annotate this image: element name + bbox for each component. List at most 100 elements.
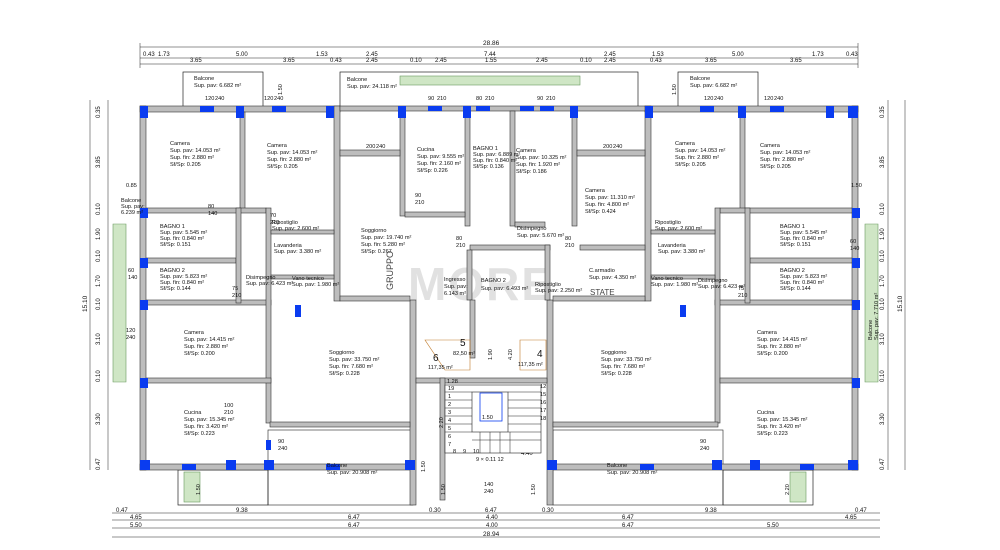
room-name: Lavanderia: [658, 243, 687, 249]
room-label: BAGNO 1 Sup. pav: 6.889 m² Sup. fin: 0.8…: [473, 146, 520, 170]
dim: 3.65: [705, 58, 717, 64]
dims-right: 0.35 3.85 0.10 1.90 0.10 1.70 0.10 3.10 …: [880, 100, 906, 470]
room-detail: Sf/Sp: 0.200: [184, 351, 215, 357]
room-detail: Sup. pav: 15.345 m²: [757, 417, 808, 423]
dim: 0.10: [96, 250, 102, 262]
room-detail: Sup. fin: 2.880 m²: [675, 155, 719, 161]
opening-dim: 210: [738, 293, 747, 299]
apartment-area: 117,35 m²: [428, 365, 453, 371]
room-detail: Sup. pav: 9.555 m²: [417, 154, 464, 160]
room-detail: Sup. pav: 24.118 m²: [347, 84, 397, 90]
dim: 1.70: [880, 275, 886, 287]
opening-dim: 1.50: [421, 461, 427, 472]
dim: 0.10: [96, 370, 102, 382]
room-detail: Sf/Sp: 0.267: [361, 249, 392, 255]
opening-dim: 240: [700, 446, 709, 452]
room-name: Soggiorno: [601, 350, 627, 356]
room-detail: Sup. pav: 33.750 m²: [601, 357, 652, 363]
room-detail: Sup. fin: 0.840 m²: [780, 236, 824, 242]
room-name: Balcone: [347, 77, 367, 83]
opening-dim: 3: [448, 410, 451, 416]
room-name: C.armadio: [589, 268, 615, 274]
dim: 6.47: [485, 508, 497, 514]
dim: 4.40: [486, 515, 498, 521]
dim: 0.10: [580, 58, 592, 64]
opening-dim: 10: [473, 449, 479, 455]
opening-dim: 210: [437, 96, 446, 102]
opening-dim: 240: [613, 144, 622, 150]
opening-dim: 90: [537, 96, 543, 102]
dim: 1.55: [485, 58, 497, 64]
apartment-number: 6: [433, 353, 439, 364]
dim: 4.00: [486, 523, 498, 529]
room-detail: Sf/Sp: 0.228: [329, 371, 360, 377]
room-name: Soggiorno: [361, 228, 387, 234]
dim: 9.38: [236, 508, 248, 514]
dim: 2.45: [604, 52, 616, 58]
room-label: Vano tecnico Sup. pav: 1.980 m²: [292, 276, 339, 288]
opening-dim: 1.28: [447, 379, 458, 385]
dim: 0.10: [96, 203, 102, 215]
dim: 2.45: [604, 58, 616, 64]
room-detail: Sup. pav: 14.053 m²: [170, 148, 221, 154]
room-name: BAGNO 1: [160, 224, 185, 230]
room-detail: Sup. fin: 0.840 m²: [160, 236, 204, 242]
opening-dim: 60: [850, 239, 856, 245]
opening-dim: 19: [448, 386, 454, 392]
dim: 2.45: [536, 58, 548, 64]
dim: 5.00: [236, 52, 248, 58]
room-label: Balcone Sup. pav: 6.682 m²: [690, 76, 737, 89]
dim: 7.44: [484, 52, 496, 58]
opening-dims: 120 240 120 240 90 210 80 210 90 210 120…: [126, 84, 862, 495]
room-detail: Sup. pav: 10.325 m²: [516, 155, 567, 161]
dim: 2.45: [366, 52, 378, 58]
dim: 0.47: [116, 508, 128, 514]
apartment-number: 4: [537, 349, 543, 360]
room-name: BAGNO 2: [481, 278, 506, 284]
opening-dim: 80: [565, 236, 571, 242]
room-label: Lavanderia Sup. pav: 3.380 m²: [274, 243, 321, 255]
room-detail: Sup. pav: 1.980 m²: [292, 282, 339, 288]
room-detail: Sup. fin: 2.880 m²: [760, 157, 804, 163]
dim: 1.90: [96, 228, 102, 240]
dim: 3.65: [790, 58, 802, 64]
opening-dim: 6: [448, 434, 451, 440]
windows: [140, 106, 860, 470]
apartment-labels: 5 82,50 m² 6 117,35 m² 4 117,35 m²: [428, 338, 543, 371]
opening-dim: 140: [850, 246, 859, 252]
room-label: Disimpegno Sup. pav: 6.423 m²: [698, 278, 745, 290]
room-detail: Sup. fin: 2.880 m²: [757, 344, 801, 350]
opening-dim: 240: [714, 96, 723, 102]
watermark-sub: STATE: [590, 288, 615, 297]
opening-dim: 210: [485, 96, 494, 102]
room-detail: Sup. pav: 2.600 m²: [272, 226, 319, 232]
opening-dim: 80: [476, 96, 482, 102]
dim-top-total: 28.86: [483, 40, 500, 47]
room-label: Camera Sup. pav: 14.053 m² Sup. fin: 2.8…: [675, 141, 726, 168]
room-name: Camera: [170, 141, 191, 147]
room-name: Balcone: [327, 463, 347, 469]
opening-dim: 5: [448, 426, 451, 432]
room-detail: Sup. pav: 3.380 m²: [658, 249, 705, 255]
dim-right-total: 15.10: [897, 295, 904, 312]
opening-dim: 240: [774, 96, 783, 102]
room-name: Camera: [757, 330, 778, 336]
opening-dim: 140: [484, 482, 493, 488]
opening-dim: 1.50: [278, 84, 284, 95]
room-name: Ripostiglio: [655, 220, 681, 226]
opening-dim: 1: [448, 394, 451, 400]
room-detail: Sup. fin: 2.880 m²: [170, 155, 214, 161]
opening-dim: 80: [456, 236, 462, 242]
room-detail: Sup. pav: 33.750 m²: [329, 357, 380, 363]
opening-dim: 0.85: [126, 183, 137, 189]
room-detail: Sup. pav: 11.310 m²: [585, 195, 635, 201]
dim: 0.30: [542, 508, 554, 514]
room-name: Lavanderia: [274, 243, 303, 249]
opening-dim: 240: [126, 335, 135, 341]
opening-dim: 140: [128, 275, 137, 281]
dim: 6.47: [348, 523, 360, 529]
opening-dim: 1.50: [672, 84, 678, 95]
dim: 0.43: [330, 58, 342, 64]
room-name: Disimpegno: [246, 275, 276, 281]
room-detail: Sup. pav: 3.380 m²: [274, 249, 321, 255]
